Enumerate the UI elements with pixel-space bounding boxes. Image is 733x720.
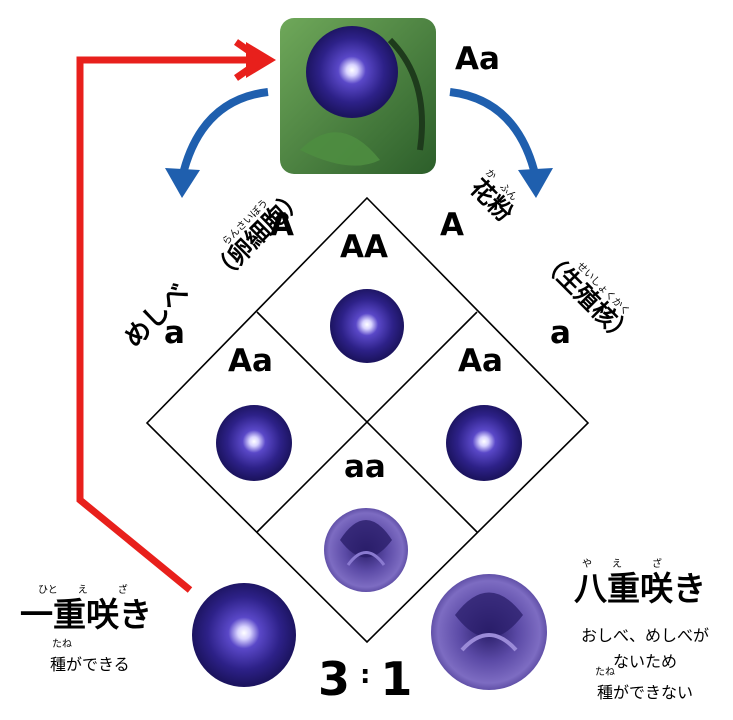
flower-icon-AA [330, 289, 404, 363]
blue-arrow-right-head [518, 168, 553, 198]
parent-genotype: Aa [455, 41, 500, 77]
flower-icon-Aa-right [446, 405, 522, 481]
punnett-square [145, 196, 590, 644]
female-allele-top: A [270, 207, 294, 243]
double-note-line3: 種ができない [596, 683, 693, 702]
double-note-line1: おしべ、めしべが [580, 626, 709, 645]
red-arrow [76, 56, 262, 593]
double-flower-icon-aa [324, 508, 408, 592]
double-note-ruby: たね [595, 667, 615, 678]
double-ruby: や え ざ [582, 559, 662, 570]
blue-arrow-left [178, 88, 269, 179]
punnett-left: Aa [228, 343, 273, 379]
single-title: 一重咲き [20, 595, 152, 634]
ratio: 3:1 [318, 656, 412, 702]
punnett-bottom: aa [344, 449, 386, 485]
parent-photo [280, 18, 436, 174]
ratio-right: 1 [380, 652, 413, 706]
flower-icon-Aa-left [216, 405, 292, 481]
blue-arrow-left-head [165, 168, 200, 198]
double-title: 八重咲き [574, 569, 706, 608]
punnett-right: Aa [458, 343, 503, 379]
male-allele-top: A [440, 207, 464, 243]
single-ruby: ひと え ざ [38, 585, 128, 596]
male-allele-bottom: a [550, 315, 571, 351]
single-note: 種ができる [50, 655, 130, 674]
ratio-separator: : [360, 660, 371, 690]
double-flower-icon-bottom [431, 574, 547, 690]
double-note-line2: ないため [612, 652, 677, 671]
single-note-ruby: たね [52, 639, 72, 650]
blue-arrow-right [449, 88, 540, 179]
female-allele-bottom: a [164, 315, 185, 351]
ratio-left: 3 [318, 652, 351, 706]
flower-icon-single [192, 583, 296, 687]
punnett-top: AA [340, 229, 388, 265]
